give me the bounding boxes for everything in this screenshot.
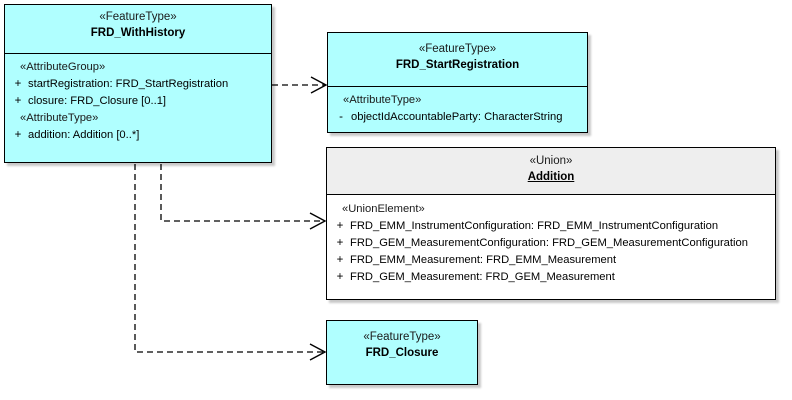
attribute-row[interactable]: + FRD_GEM_MeasurementConfiguration: FRD_… [330,235,772,252]
class-box-frd-startregistration[interactable]: «FeatureType» FRD_StartRegistration «Att… [327,32,588,133]
visibility-marker: + [336,220,344,232]
attribute-group-label: «AttributeGroup» [20,61,106,73]
class-box-frd-withhistory[interactable]: «FeatureType» FRD_WithHistory «Attribute… [4,4,272,163]
attribute-text: addition: Addition [0..*] [28,129,140,141]
attribute-group-label: «AttributeType» [20,112,99,124]
attribute-text: FRD_GEM_MeasurementConfiguration: FRD_GE… [350,237,748,249]
visibility-marker: + [14,95,22,107]
class-stereotype: «FeatureType» [418,43,497,55]
open-arrowhead-icon [309,343,327,361]
class-box-addition[interactable]: «Union» Addition «UnionElement» + FRD_EM… [326,147,776,300]
attribute-text: closure: FRD_Closure [0..1] [28,95,167,107]
class-body-frd-startregistration: «AttributeType» - objectIdAccountablePar… [328,87,587,130]
visibility-marker: + [336,271,344,283]
attribute-text: startRegistration: FRD_StartRegistration [28,78,229,90]
open-arrowhead-icon [309,212,327,230]
attribute-row[interactable]: + FRD_GEM_Measurement: FRD_GEM_Measureme… [330,269,772,286]
attribute-text: objectIdAccountableParty: CharacterStrin… [351,111,563,123]
class-header-frd-startregistration: «FeatureType» FRD_StartRegistration [328,33,587,87]
visibility-marker: + [336,254,344,266]
attribute-row[interactable]: + startRegistration: FRD_StartRegistrati… [8,76,268,93]
attribute-group-label: «UnionElement» [342,203,425,215]
class-header-frd-closure: «FeatureType» FRD_Closure [327,321,477,384]
class-name: FRD_WithHistory [90,27,186,39]
class-header-addition: «Union» Addition [327,148,775,195]
class-stereotype: «Union» [529,155,573,167]
attribute-row[interactable]: + addition: Addition [0..*] [8,127,268,144]
class-body-frd-withhistory: «AttributeGroup» + startRegistration: FR… [5,54,271,148]
class-header-frd-withhistory: «FeatureType» FRD_WithHistory [5,5,271,54]
connector-dep-withhistory-startregistration [272,76,328,94]
class-box-frd-closure[interactable]: «FeatureType» FRD_Closure [326,320,478,385]
attribute-text: FRD_GEM_Measurement: FRD_GEM_Measurement [350,271,615,283]
connector-line [134,164,324,353]
class-name: FRD_Closure [365,347,439,359]
connector-line [160,164,324,222]
attribute-group-label: «AttributeType» [343,94,422,106]
class-name: FRD_StartRegistration [395,59,520,71]
visibility-marker: + [336,237,344,249]
attribute-row[interactable]: + FRD_EMM_InstrumentConfiguration: FRD_E… [330,218,772,235]
class-name: Addition [527,171,575,183]
attribute-row[interactable]: + closure: FRD_Closure [0..1] [8,93,268,110]
connector-dep-withhistory-closure [134,164,327,361]
class-stereotype: «FeatureType» [363,331,441,343]
visibility-marker: + [14,129,22,141]
open-arrowhead-icon [310,76,328,94]
attribute-text: FRD_EMM_Measurement: FRD_EMM_Measurement [350,254,617,266]
attribute-text: FRD_EMM_InstrumentConfiguration: FRD_EMM… [350,220,719,232]
class-body-addition: «UnionElement» + FRD_EMM_InstrumentConfi… [327,195,775,290]
attribute-row[interactable]: + FRD_EMM_Measurement: FRD_EMM_Measureme… [330,252,772,269]
attribute-row[interactable]: - objectIdAccountableParty: CharacterStr… [331,109,584,126]
visibility-marker: + [14,78,22,90]
class-stereotype: «FeatureType» [99,11,177,23]
visibility-marker: - [339,111,343,123]
connector-dep-withhistory-addition [160,164,327,230]
